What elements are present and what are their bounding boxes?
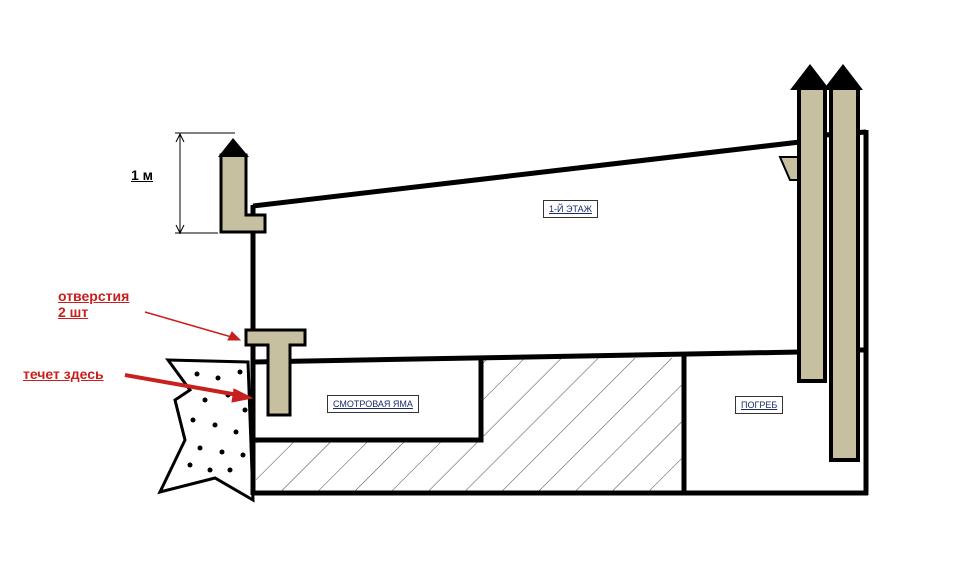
leak-label: течет здесь [23,366,104,382]
right-chimney-2 [829,86,860,462]
holes-label-line2: 2 шт [58,304,89,320]
soil-dots [187,369,248,473]
leak-arrow-icon [124,373,254,403]
holes-arrow-icon [144,311,242,341]
left-chimney-cap-icon [218,138,249,157]
chimney-2-cap-icon [823,64,863,90]
height-dimension [175,132,235,235]
soil-mass [157,358,255,503]
hatched-under-pit [256,441,483,493]
first-floor-label: 1-Й ЭТАЖ [543,200,598,218]
left-chimney [219,153,267,234]
inspection-pit-label: СМОТРОВАЯ ЯМА [327,395,419,413]
chimney-1-cap-icon [790,64,830,90]
height-label: 1 м [131,167,154,183]
hatched-foundation [483,358,683,493]
vent-pipe [244,328,307,417]
right-chimney-1 [797,86,827,383]
cellar-label: ПОГРЕБ [735,396,784,414]
building-outline [250,129,869,496]
holes-label-line1: отверстия [58,288,130,304]
